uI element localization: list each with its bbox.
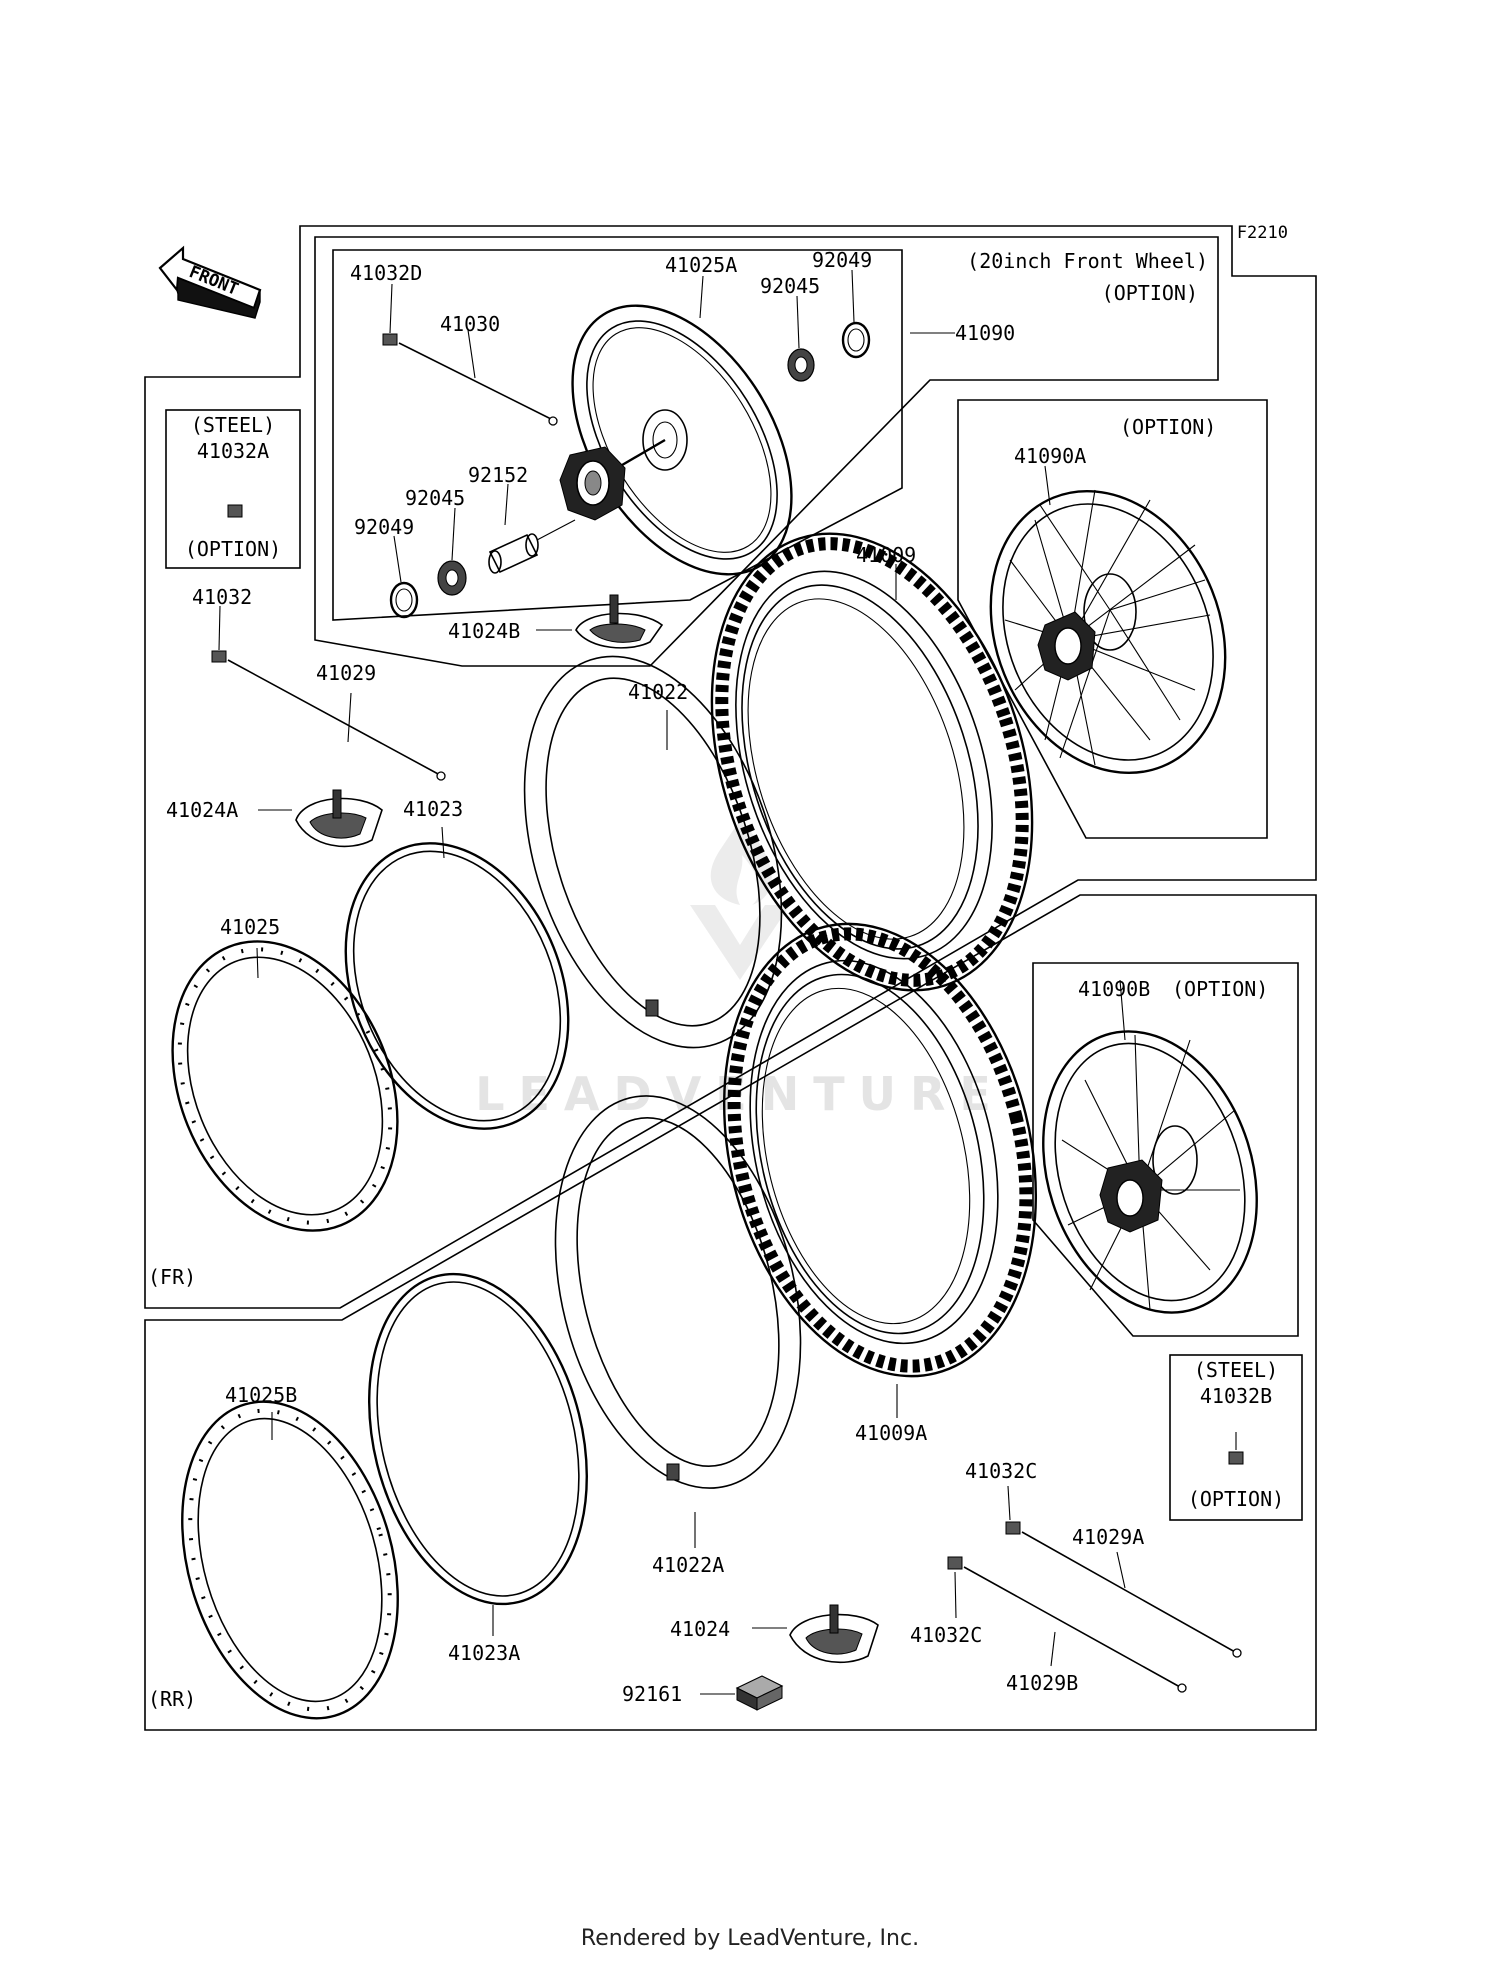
wheel-41090b-option-tag: (OPTION)	[1172, 977, 1268, 1001]
section-fr-label: (FR)	[148, 1265, 196, 1289]
wheel-41090b-drawing	[1042, 1030, 1258, 1314]
footer-credit: Rendered by LeadVenture, Inc.	[580, 1926, 920, 1951]
label-92161: 92161	[622, 1682, 682, 1706]
nipple-41032d-drawing	[382, 333, 398, 346]
front-arrow-icon: FRONT	[158, 245, 262, 319]
front-wheel-hub-box	[332, 249, 903, 621]
label-41024B: 41024B	[448, 619, 520, 643]
bearing-92045-top-drawing	[787, 348, 815, 382]
rim-41025a-drawing	[571, 304, 793, 576]
front-wheel-option-outline	[314, 236, 1219, 667]
front-wheel-option-title: (20inch Front Wheel)	[967, 249, 1208, 273]
label-41032: 41032	[192, 585, 252, 609]
steel-41032a-part: 41032A	[197, 439, 269, 463]
label-41025A: 41025A	[665, 253, 737, 277]
rim-band-41023-drawing	[344, 842, 570, 1130]
leader-lines	[218, 269, 1237, 1695]
wheel-41090a-drawing	[989, 489, 1227, 775]
label-41029B: 41029B	[1006, 1671, 1078, 1695]
label-41009A: 41009A	[855, 1421, 927, 1445]
rr-section-outline	[144, 894, 1317, 1731]
steel-41032b-material: (STEEL)	[1194, 1358, 1278, 1382]
label-92049-top: 92049	[812, 248, 872, 272]
spoke-41029b-drawing	[947, 1556, 1187, 1693]
label-41090: 41090	[955, 321, 1015, 345]
label-92152: 92152	[468, 463, 528, 487]
label-92045-low: 92045	[405, 486, 465, 510]
bearing-92045-low-drawing	[437, 560, 467, 596]
steel-41032a-material: (STEEL)	[191, 413, 275, 437]
label-41032D: 41032D	[350, 261, 422, 285]
rim-lock-41024b-drawing	[575, 594, 664, 649]
label-41090B: 41090B	[1078, 977, 1150, 1001]
tire-41009a-drawing	[722, 922, 1038, 1378]
tube-41022-drawing	[523, 655, 783, 1049]
label-41032C-low: 41032C	[910, 1623, 982, 1647]
label-41023: 41023	[403, 797, 463, 821]
seal-92049-top-drawing	[841, 321, 871, 359]
label-92045-top: 92045	[760, 274, 820, 298]
label-41025B: 41025B	[225, 1383, 297, 1407]
spoke-41030-drawing	[398, 342, 558, 426]
steel-41032b-part: 41032B	[1200, 1384, 1272, 1408]
label-41024A: 41024A	[166, 798, 238, 822]
hub-drawing	[559, 409, 688, 521]
fr-section-outline	[144, 225, 1317, 1309]
rim-lock-41024a-drawing	[295, 789, 383, 848]
label-41025: 41025	[220, 915, 280, 939]
collar-92152-drawing	[488, 519, 576, 574]
tube-41022a-drawing	[554, 1095, 802, 1489]
seal-92049-low-drawing	[389, 581, 419, 619]
label-41022A: 41022A	[652, 1553, 724, 1577]
label-41032C-top: 41032C	[965, 1459, 1037, 1483]
label-41029A: 41029A	[1072, 1525, 1144, 1549]
nipple-41032a-drawing	[227, 504, 243, 518]
front-wheel-option-tag: (OPTION)	[1102, 281, 1198, 305]
wheel-41090b-box	[1032, 962, 1299, 1337]
label-41029: 41029	[316, 661, 376, 685]
label-41022: 41022	[628, 680, 688, 704]
wheel-41090a-box	[957, 399, 1268, 839]
label-41024: 41024	[670, 1617, 730, 1641]
section-rr-label: (RR)	[148, 1687, 196, 1711]
spoke-41029a-drawing	[1005, 1521, 1242, 1658]
rim-lock-41024-drawing	[789, 1604, 879, 1664]
steel-41032a-box	[165, 409, 301, 569]
rim-41025b-drawing	[181, 1400, 399, 1720]
spoke-41029-drawing	[211, 650, 446, 781]
steel-41032a-tag: (OPTION)	[185, 537, 281, 561]
steel-41032b-tag: (OPTION)	[1188, 1487, 1284, 1511]
diagram-code: F2210	[1237, 223, 1288, 243]
nipple-41032b-drawing	[1228, 1451, 1244, 1465]
steel-41032b-box	[1169, 1354, 1303, 1521]
label-41030: 41030	[440, 312, 500, 336]
rim-band-41023a-drawing	[368, 1272, 588, 1606]
label-41023A: 41023A	[448, 1641, 520, 1665]
label-41009: 41009	[856, 543, 916, 567]
label-41090A: 41090A	[1014, 444, 1086, 468]
label-92049-low: 92049	[354, 515, 414, 539]
balancer-92161-drawing	[735, 1675, 784, 1711]
rim-41025-drawing	[171, 940, 399, 1232]
wheel-41090a-option-tag: (OPTION)	[1120, 415, 1216, 439]
